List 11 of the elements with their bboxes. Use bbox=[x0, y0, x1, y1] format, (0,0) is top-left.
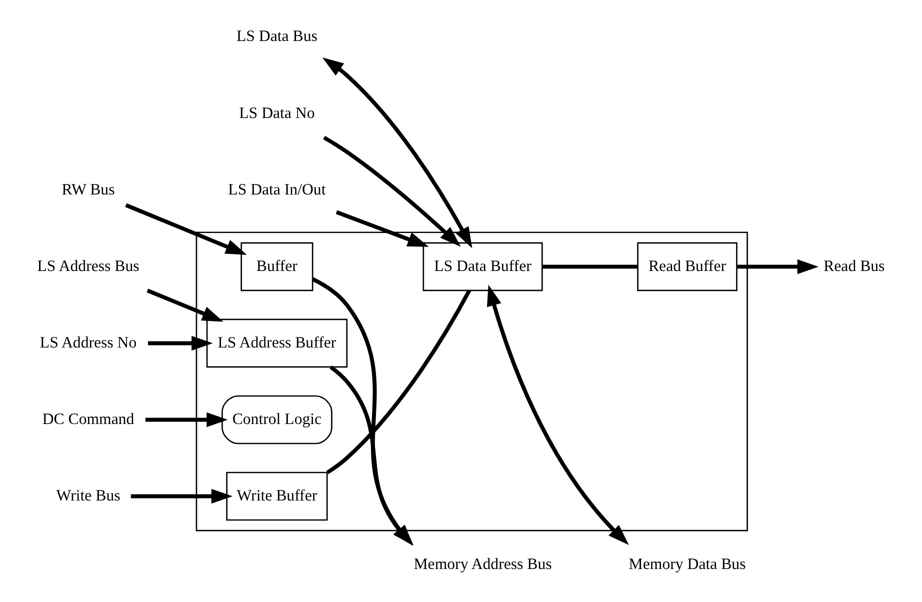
node-text: Memory Address Bus bbox=[414, 556, 552, 573]
node-text: DC Command bbox=[42, 410, 134, 428]
node-text: LS Data Bus bbox=[236, 28, 318, 46]
node-text: Write Bus bbox=[56, 487, 120, 504]
node-text: Memory Data Bus bbox=[628, 556, 746, 573]
node-text: LS Data No bbox=[239, 104, 315, 122]
node-text: LS Data In/Out bbox=[228, 181, 326, 198]
node-text: RW Bus bbox=[62, 181, 115, 198]
node-text: LS Address Bus bbox=[37, 258, 140, 275]
node-text: Read Bus bbox=[824, 258, 885, 275]
node-text: LS Address No bbox=[40, 334, 137, 352]
